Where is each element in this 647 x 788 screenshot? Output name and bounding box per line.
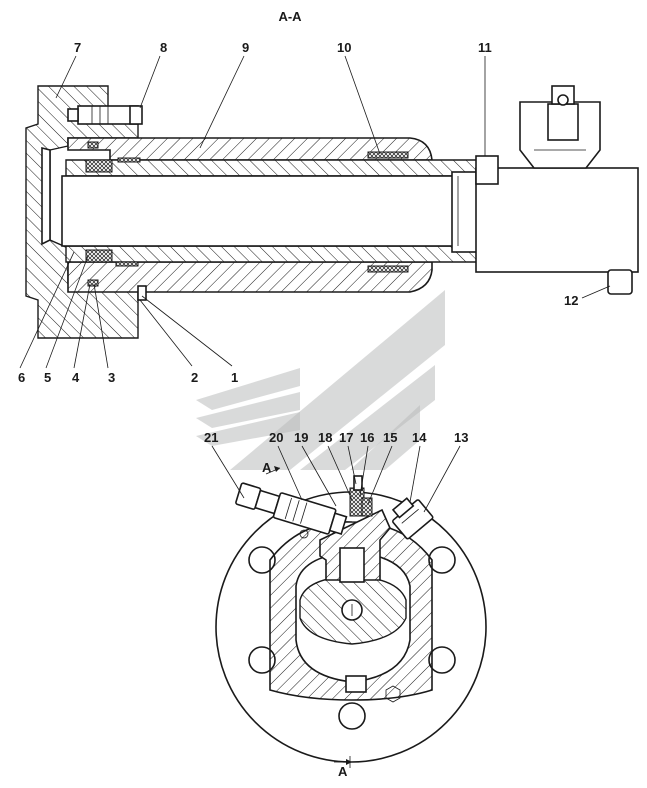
rod-eye-body <box>475 167 639 273</box>
callout-7: 7 <box>74 40 81 55</box>
callout-11: 11 <box>478 40 492 55</box>
callout-4: 4 <box>72 370 80 385</box>
callout-16: 16 <box>360 430 374 445</box>
watermark-logo <box>196 290 445 470</box>
flange-hole-sw <box>248 646 276 674</box>
right-fitting <box>391 497 434 540</box>
callout-1: 1 <box>231 370 238 385</box>
guide-ring-top <box>117 157 141 163</box>
valve-flange-view <box>215 475 487 763</box>
stem-channel <box>339 547 365 583</box>
callout-5: 5 <box>44 370 51 385</box>
section-arrow-lower: А <box>334 756 352 779</box>
section-title: А-А <box>278 9 302 24</box>
callout-10: 10 <box>337 40 351 55</box>
stem-seal <box>361 497 373 517</box>
callout-labels: 1 2 3 4 5 6 7 8 9 10 11 12 13 14 15 16 1… <box>18 40 578 445</box>
o-ring-top <box>87 141 99 149</box>
rod-end-step <box>451 171 479 253</box>
callout-3: 3 <box>108 370 115 385</box>
piston-seal-top <box>85 159 113 173</box>
bottom-key <box>345 675 367 693</box>
callout-13: 13 <box>454 430 468 445</box>
rod-eye-collar <box>475 155 499 185</box>
flange-hole-ne <box>428 546 456 574</box>
outer-sleeve-lower <box>67 261 433 293</box>
callout-2: 2 <box>191 370 198 385</box>
flange-hole-se <box>428 646 456 674</box>
callout-21: 21 <box>204 430 218 445</box>
callout-15: 15 <box>383 430 397 445</box>
eye-pin <box>607 269 633 295</box>
guide-ring-bottom <box>115 261 139 267</box>
grease-nipple-body <box>547 103 579 141</box>
rod-tube-lower <box>65 245 479 263</box>
o-ring-bottom <box>87 279 99 287</box>
section-mark-upper: А <box>262 460 272 475</box>
valve-stem-housing <box>319 508 391 581</box>
hex-plug <box>385 685 401 703</box>
callout-18: 18 <box>318 430 332 445</box>
callout-8: 8 <box>160 40 167 55</box>
leader-lines <box>19 55 611 513</box>
bolt <box>67 105 143 125</box>
section-arrow-upper: А <box>262 460 281 475</box>
set-screw <box>137 285 147 301</box>
wiper-seal-bottom <box>367 265 409 273</box>
cylinder-section-view <box>25 85 639 339</box>
callout-6: 6 <box>18 370 25 385</box>
left-inlet-fitting <box>235 482 348 536</box>
callout-12: 12 <box>564 293 578 308</box>
callout-9: 9 <box>242 40 249 55</box>
outer-sleeve-upper <box>67 137 433 161</box>
cap-recess <box>41 146 51 246</box>
callout-17: 17 <box>339 430 353 445</box>
callout-14: 14 <box>412 430 427 445</box>
callout-20: 20 <box>269 430 283 445</box>
wiper-seal-top <box>367 151 409 159</box>
stem-cap <box>353 475 363 491</box>
flange-hole-nw <box>248 546 276 574</box>
bore <box>61 175 459 247</box>
callout-19: 19 <box>294 430 308 445</box>
grease-nipple-ball <box>557 94 569 106</box>
flange-hole-s <box>338 702 366 730</box>
small-hole-nw <box>299 529 309 539</box>
section-mark-lower: А <box>338 764 348 779</box>
piston-seal-bottom <box>85 249 113 263</box>
